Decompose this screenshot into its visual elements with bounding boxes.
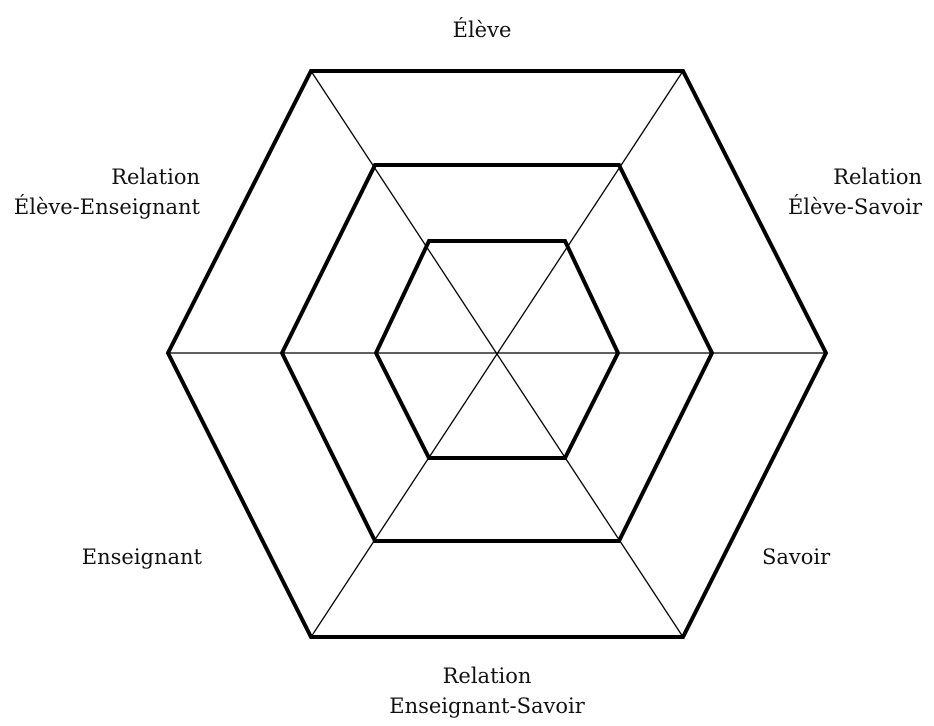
label-relation-eleve-enseignant-line-1: Relation	[111, 165, 200, 189]
hexagon-rings	[165, 69, 829, 639]
label-relation-eleve-savoir-line-2: Élève-Savoir	[787, 195, 922, 219]
label-enseignant: Enseignant	[20, 542, 202, 572]
label-relation-enseignant-savoir-line-1: Relation	[442, 664, 532, 688]
label-relation-eleve-savoir: Relation Élève-Savoir	[730, 162, 922, 222]
middle-hexagon	[279, 163, 715, 543]
label-eleve: Élève	[432, 15, 532, 45]
label-enseignant-line-1: Enseignant	[81, 545, 202, 569]
label-savoir-line-1: Savoir	[762, 545, 831, 569]
inner-hexagon	[373, 239, 621, 460]
label-relation-eleve-enseignant: Relation Élève-Enseignant	[0, 162, 200, 222]
label-savoir: Savoir	[762, 542, 912, 572]
label-relation-eleve-enseignant-line-2: Élève-Enseignant	[13, 195, 200, 219]
label-relation-enseignant-savoir-line-2: Enseignant-Savoir	[389, 694, 585, 718]
label-relation-enseignant-savoir: Relation Enseignant-Savoir	[337, 661, 637, 721]
outer-hexagon	[165, 69, 829, 639]
label-relation-eleve-savoir-line-1: Relation	[833, 165, 922, 189]
label-eleve-line-1: Élève	[452, 18, 512, 42]
